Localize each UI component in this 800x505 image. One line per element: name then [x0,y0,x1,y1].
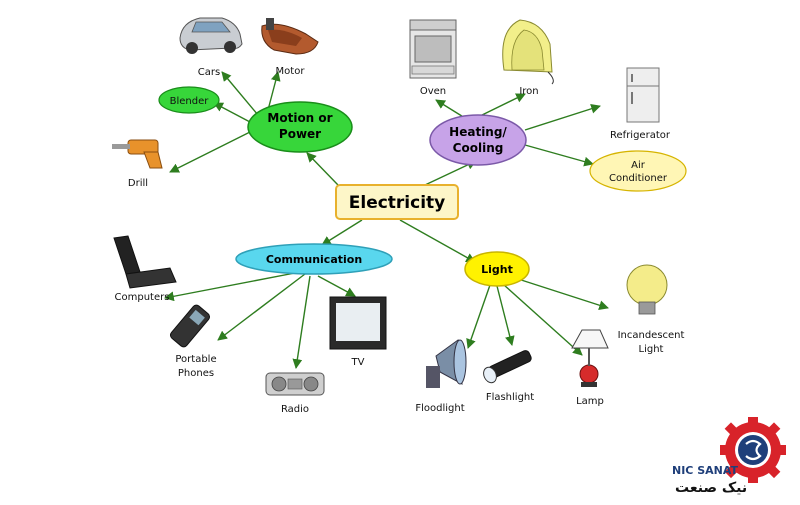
oven-label: Oven [420,86,446,97]
air-label-line2: Conditioner [609,173,668,184]
hub-motion-line2: Power [279,127,321,141]
edge-light-incandescent [514,277,609,310]
edge-heating-oven [435,99,466,119]
item-labels: Cars Motor Drill Oven Iron Refrigerator … [115,66,685,415]
lamp-icon [571,329,609,387]
edge-motion-drill [169,131,251,173]
tv-icon [329,296,387,350]
hub-heating-line2: Cooling [453,141,504,155]
floodlight-icon [426,339,467,388]
edge-center-motion [306,152,339,186]
gear-icon [720,417,786,483]
motor-icon [261,18,319,55]
edge-light-floodlight [466,284,491,349]
drill-icon [112,139,163,169]
connectors [164,71,609,369]
hub-motion: Motion or Power [247,101,353,153]
edge-comm-radio [292,275,311,369]
hub-heating-line1: Heating/ [449,125,507,139]
laptop-icon [113,235,177,289]
node-air-conditioner: Air Conditioner [589,150,687,192]
hub-light-label: Light [481,263,513,276]
radio-icon [265,372,325,396]
blender-label: Blender [170,96,210,107]
logo-text-fa: نیک صنعت [675,480,747,496]
refrigerator-label: Refrigerator [610,130,671,141]
bulb-icon [626,264,668,315]
center-label: Electricity [349,193,446,213]
edge-comm-computers [164,271,301,302]
incandescent-label-line1: Incandescent [618,330,685,341]
floodlight-label: Floodlight [415,403,464,414]
edge-comm-phones [217,273,306,341]
flashlight-icon [483,350,532,384]
lamp-label: Lamp [576,396,604,407]
hub-communication-label: Communication [266,253,362,266]
edge-heating-iron [479,93,526,117]
nic-sanat-logo: NIC SANAT نیک صنعت [672,417,786,496]
air-label-line1: Air [631,160,646,171]
hub-communication: Communication [235,243,393,275]
drill-label: Drill [128,178,148,189]
edge-light-flashlight [496,285,515,346]
incandescent-label-line2: Light [639,344,664,355]
flashlight-label: Flashlight [486,392,534,403]
tv-label: TV [351,357,365,368]
iron-icon [502,19,554,85]
car-icon [179,17,243,54]
edge-heating-refrigerator [524,104,601,131]
edge-motion-blender [213,102,251,123]
edge-center-light [399,219,476,263]
phone-icon [169,304,211,348]
hub-heating: Heating/ Cooling [429,114,527,166]
edge-center-communication [321,219,363,246]
motor-label: Motor [276,66,306,77]
edge-motion-motor [267,71,281,111]
computers-label: Computers [115,292,170,303]
cars-label: Cars [198,67,220,78]
oven-icon [409,19,457,79]
radio-label: Radio [281,404,309,415]
node-blender: Blender [158,86,220,114]
center-node: Electricity [335,184,459,220]
iron-label: Iron [519,86,538,97]
refrigerator-icon [626,67,660,123]
hub-light: Light [464,251,530,287]
edge-light-lamp [503,284,583,356]
edge-heating-air [524,144,594,167]
hub-motion-line1: Motion or [267,111,332,125]
phones-label-line1: Portable [175,354,216,365]
phones-label-line2: Phones [178,368,214,379]
edge-comm-tv [317,275,356,297]
edge-motion-cars [221,71,259,116]
logo-text-en: NIC SANAT [672,464,739,477]
